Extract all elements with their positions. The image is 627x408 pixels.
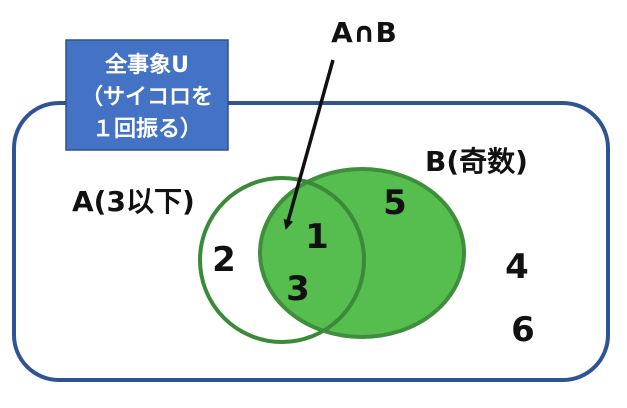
element-only-a-2: 2 — [212, 240, 236, 280]
element-outside-4: 4 — [505, 247, 529, 287]
universe-boundary — [12, 101, 610, 382]
element-only-b-5: 5 — [383, 183, 407, 223]
element-outside-6: 6 — [511, 310, 535, 350]
set-a-circle — [198, 176, 366, 344]
element-both-1: 1 — [305, 217, 329, 257]
set-a-label: A(3以下) — [72, 185, 195, 218]
set-b-label: B(奇数) — [425, 145, 528, 178]
universe-label-line-1: 全事象U — [104, 52, 189, 78]
intersection-label: A∩B — [331, 16, 397, 49]
universe-label-line-2: （サイコロを — [81, 85, 213, 110]
universe-label-box — [65, 39, 229, 151]
universe-label-line-3: １回振る） — [92, 117, 202, 142]
element-both-3: 3 — [286, 269, 310, 309]
intersection-arrow — [283, 59, 335, 230]
